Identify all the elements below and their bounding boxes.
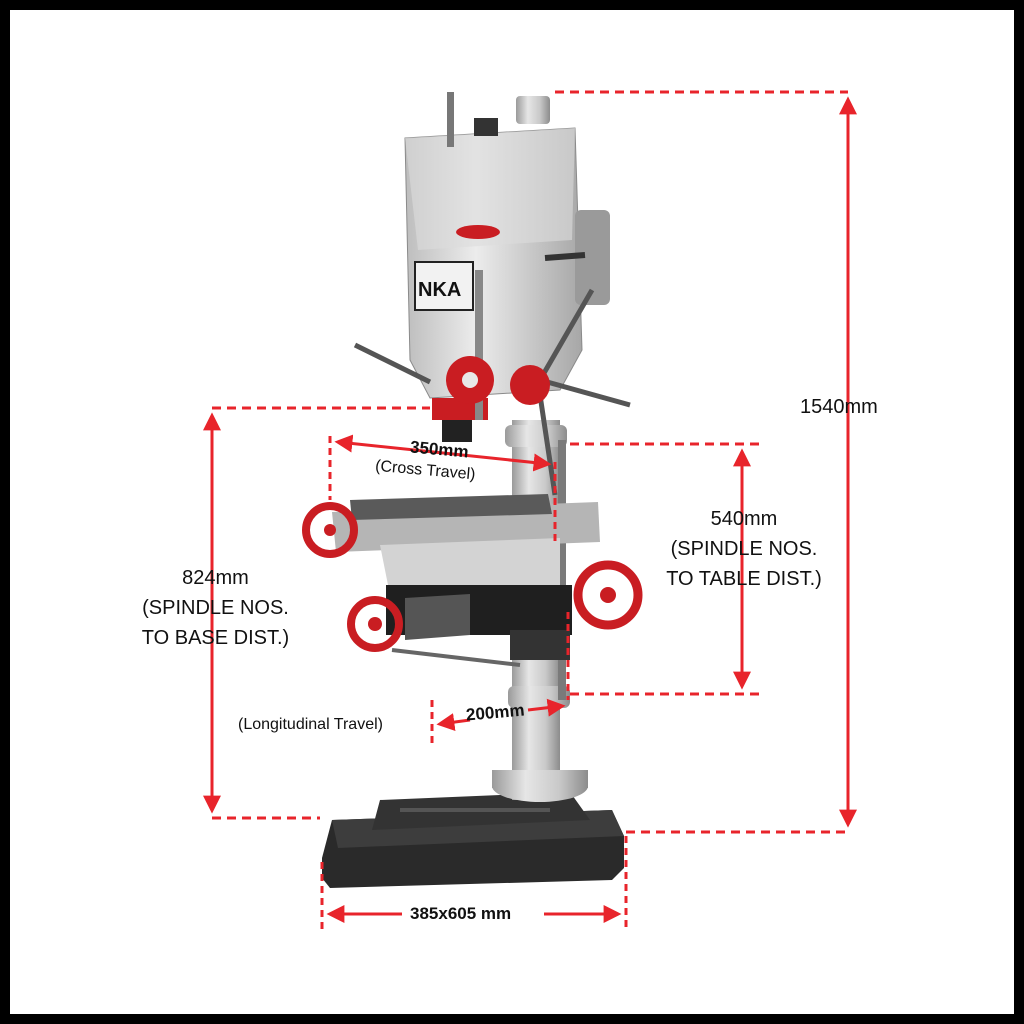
base-dist-label: 824mm (SPINDLE NOS. TO BASE DIST.) <box>118 563 313 653</box>
longitudinal-right-arrow <box>527 698 566 717</box>
dimension-lines <box>203 90 857 930</box>
base-dist-line1: (SPINDLE NOS. <box>142 597 289 619</box>
brand-logo: NKA <box>418 279 461 301</box>
height-label: 1540mm <box>800 396 878 418</box>
longitudinal-travel-caption: (Longitudinal Travel) <box>238 716 383 733</box>
table-dist-line2: TO TABLE DIST.) <box>666 568 822 590</box>
table-handwheels <box>302 502 643 652</box>
table-dist-label: 540mm (SPINDLE NOS. TO TABLE DIST.) <box>646 504 842 594</box>
spindle-handwheel <box>446 356 550 405</box>
table-dist-value: 540mm <box>710 508 778 530</box>
cross-travel-dimension-arrow <box>334 434 552 472</box>
drill-head: NKA <box>353 92 631 496</box>
base-footprint-label: 385x605 mm <box>410 904 512 923</box>
base <box>322 792 624 888</box>
base-dist-value: 824mm <box>182 567 249 589</box>
table-dist-line1: (SPINDLE NOS. <box>670 538 818 560</box>
table <box>332 494 600 667</box>
longitudinal-left-arrow <box>436 713 471 732</box>
base-dist-line2: TO BASE DIST.) <box>141 627 290 649</box>
